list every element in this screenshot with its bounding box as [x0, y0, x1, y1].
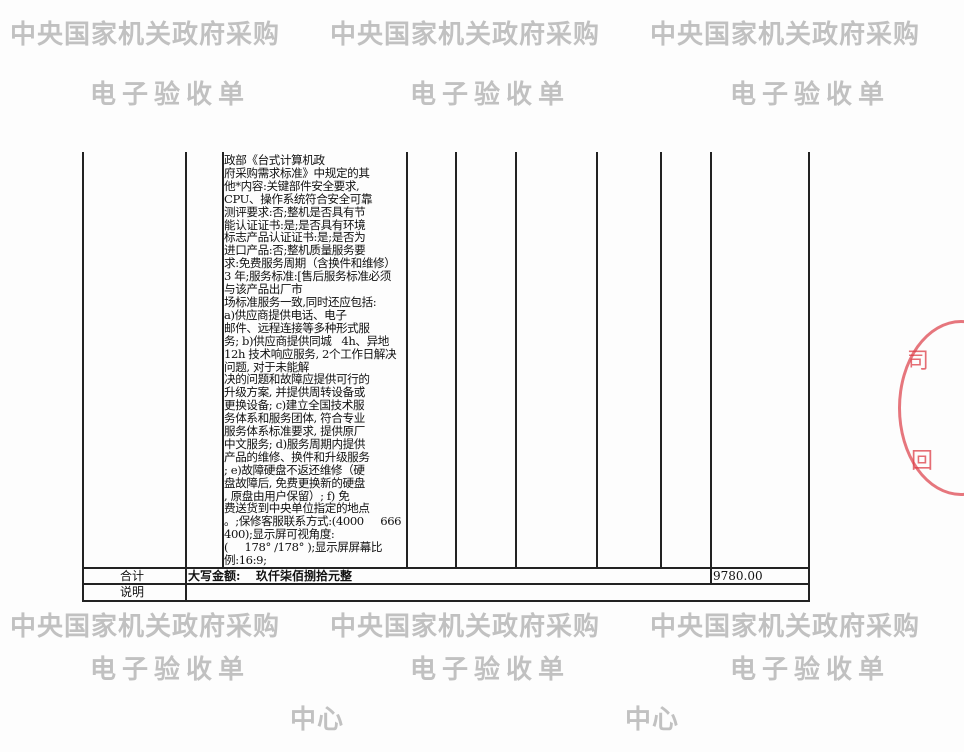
- table-border-right: [808, 152, 810, 601]
- specification-text: 政部《台式计算机政 府采购需求标准》中规定的其 他*内容:关键部件安全要求, C…: [224, 153, 402, 568]
- amount-words-label: 大写金额:: [188, 569, 241, 583]
- red-seal-stamp: 司 回: [898, 320, 964, 496]
- column-divider: [515, 152, 517, 567]
- watermark-line2: 电子验收单: [410, 80, 571, 110]
- row-divider: [82, 567, 810, 569]
- watermark-center: 中心: [625, 705, 680, 735]
- table-border-bottom: [82, 600, 810, 602]
- stamp-char: 司: [907, 349, 930, 374]
- column-divider: [710, 152, 712, 584]
- stamp-char: 回: [911, 449, 934, 474]
- watermark-line1: 中央国家机关政府采购: [330, 20, 601, 50]
- watermark-center: 中心: [290, 705, 345, 735]
- total-amount: 9780.00: [713, 569, 763, 583]
- total-label: 合计: [120, 569, 145, 583]
- column-divider: [185, 152, 187, 601]
- watermark-line2: 电子验收单: [730, 655, 891, 685]
- watermark-line2: 电子验收单: [410, 655, 571, 685]
- column-divider: [455, 152, 457, 567]
- row-divider: [82, 583, 810, 585]
- watermark-line1: 中央国家机关政府采购: [10, 20, 281, 50]
- column-divider: [222, 152, 224, 567]
- watermark-line2: 电子验收单: [90, 655, 251, 685]
- watermark-line1: 中央国家机关政府采购: [330, 612, 601, 642]
- watermark-line1: 中央国家机关政府采购: [10, 612, 281, 642]
- watermark-line1: 中央国家机关政府采购: [650, 20, 921, 50]
- amount-words: 玖仟柒佰捌拾元整: [256, 569, 353, 583]
- column-divider: [596, 152, 598, 567]
- column-divider: [660, 152, 662, 567]
- column-divider: [406, 152, 408, 567]
- watermark-line2: 电子验收单: [90, 80, 251, 110]
- table-border-left: [82, 152, 84, 601]
- watermark-line2: 电子验收单: [730, 80, 891, 110]
- notes-label: 说明: [120, 585, 145, 599]
- watermark-line1: 中央国家机关政府采购: [650, 612, 921, 642]
